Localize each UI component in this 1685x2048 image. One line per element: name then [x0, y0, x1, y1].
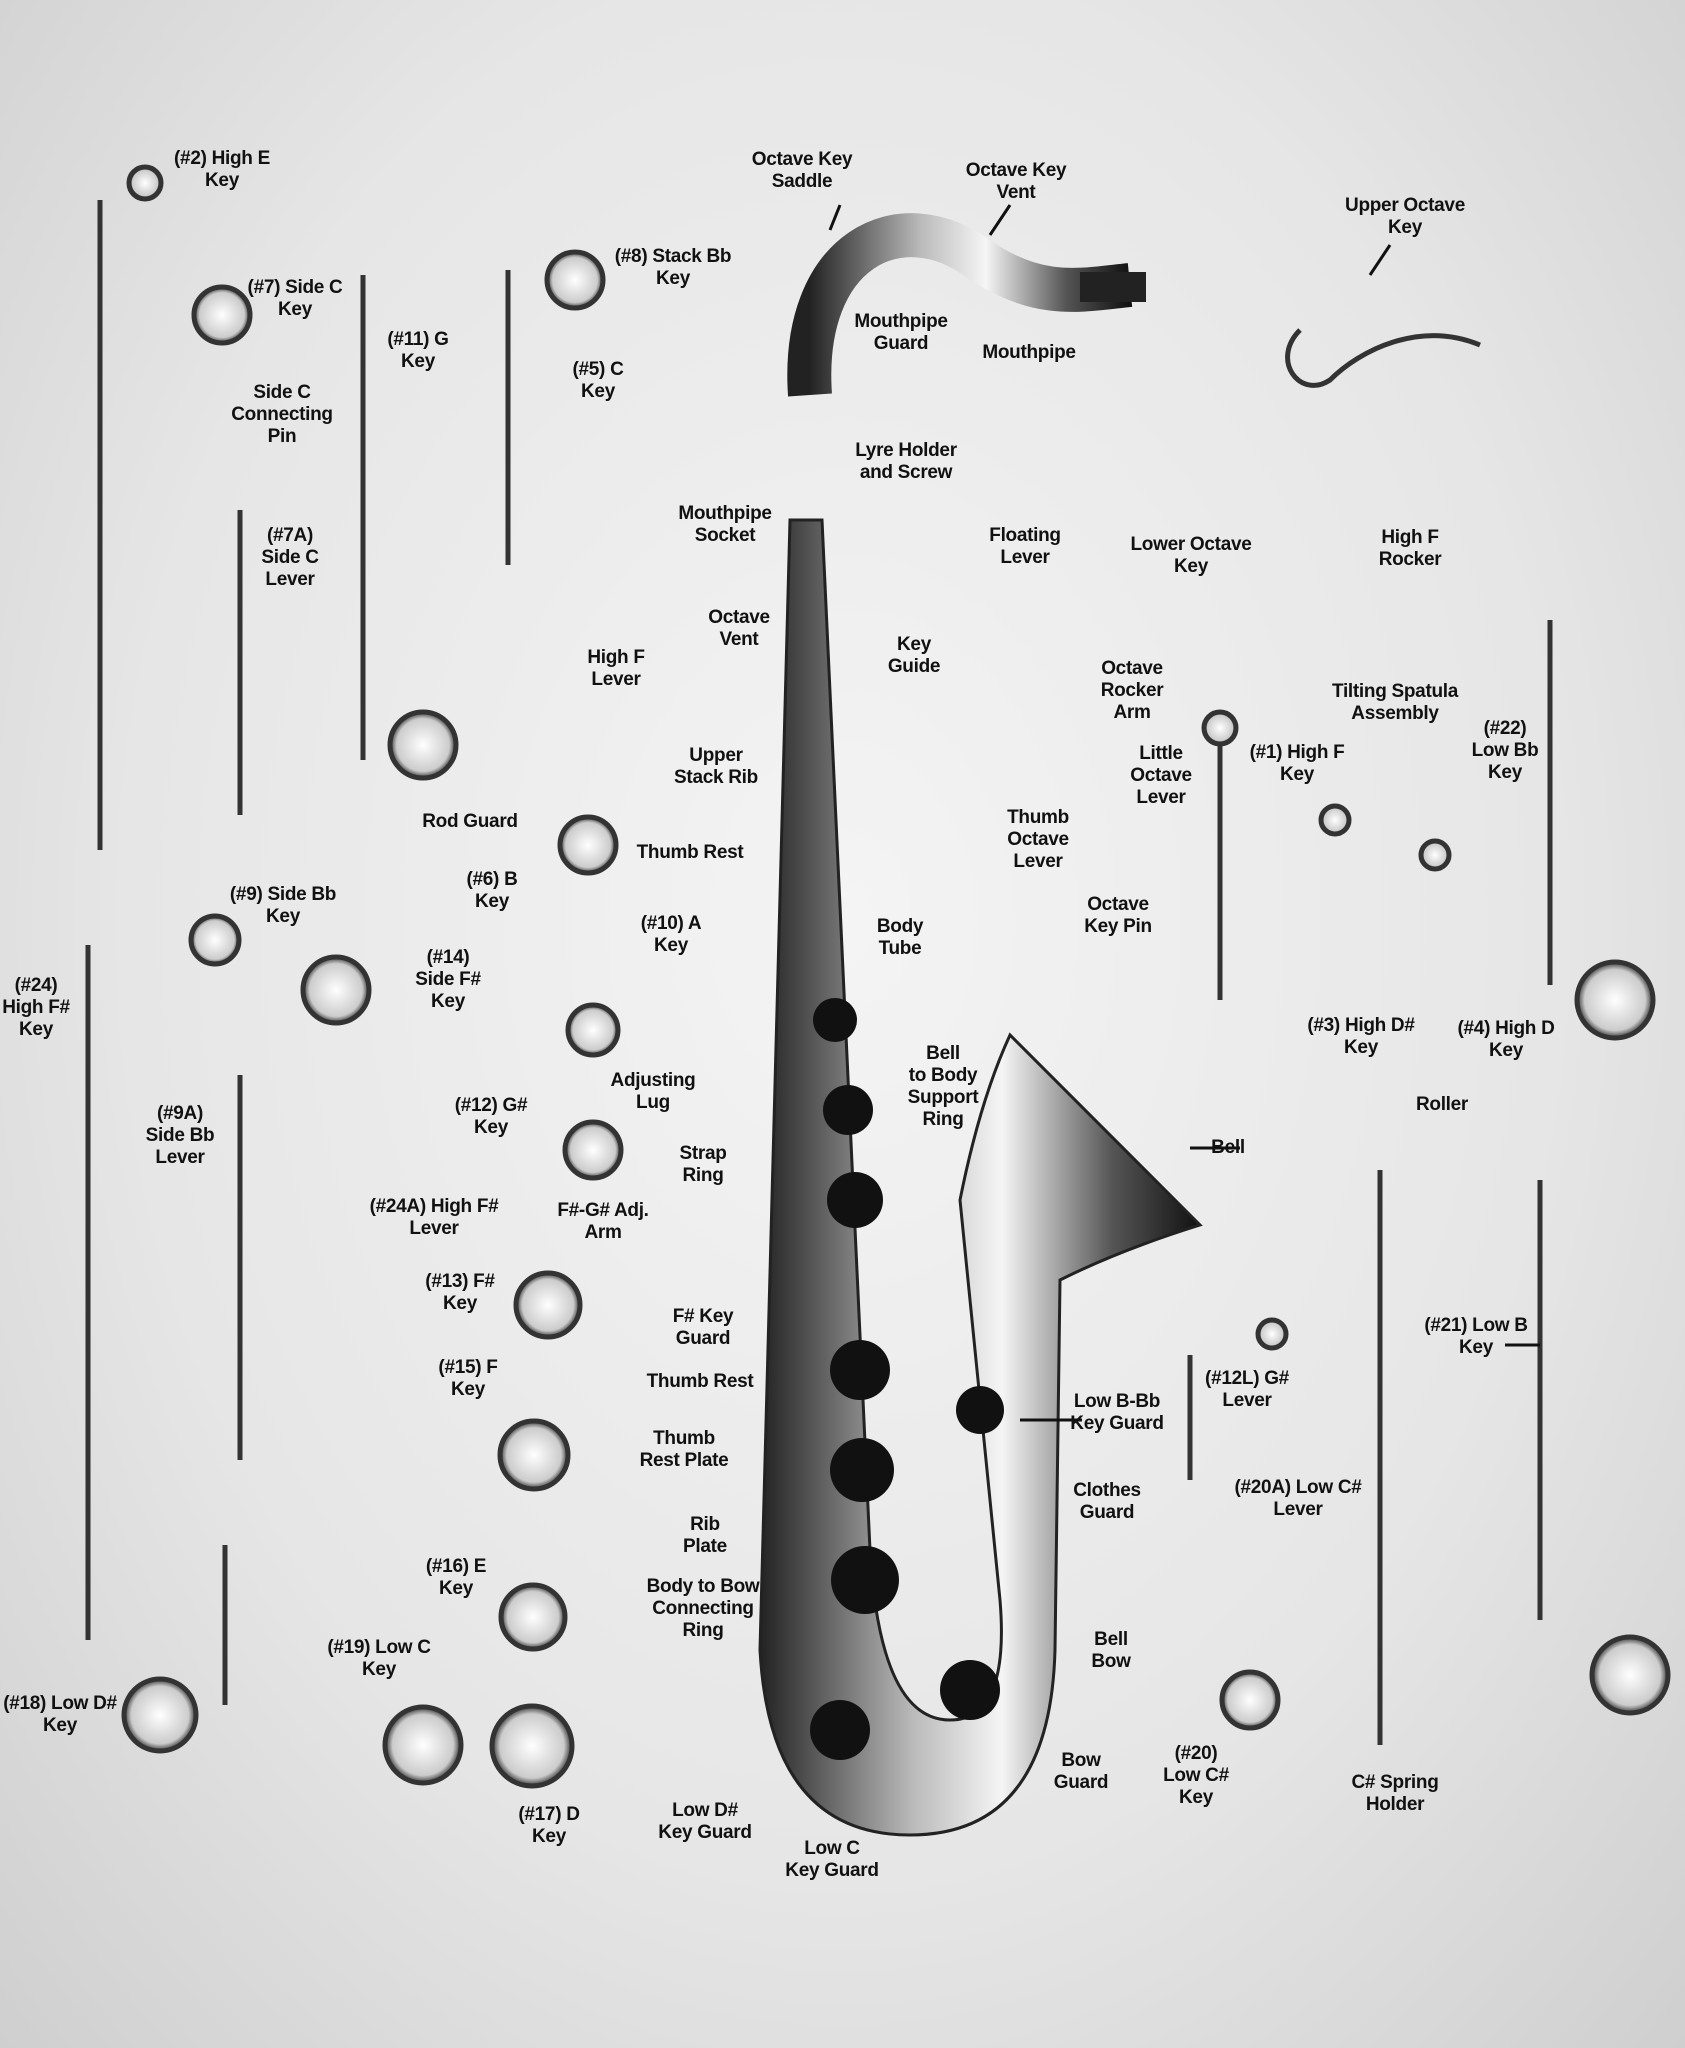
label-clothes-guard: Clothes Guard	[1073, 1480, 1141, 1523]
label-mouthpipe: Mouthpipe	[982, 342, 1076, 363]
label-lyre-holder: Lyre Holder and Screw	[855, 440, 957, 483]
label-bell-bow: Bell Bow	[1091, 1629, 1131, 1672]
label-high-f-sharp-key: (#24) High F# Key	[2, 975, 70, 1040]
label-c-key: (#5) C Key	[572, 359, 624, 402]
label-bow-guard: Bow Guard	[1053, 1750, 1109, 1793]
label-rod-guard: Rod Guard	[422, 811, 518, 832]
label-low-c-key: (#19) Low C Key	[327, 1637, 431, 1680]
label-stack-bb-key: (#8) Stack Bb Key	[614, 246, 732, 289]
label-side-c-lever: (#7A) Side C Lever	[261, 525, 319, 590]
label-f-g-adj-arm: F#-G# Adj. Arm	[557, 1200, 649, 1243]
label-low-b-key: (#21) Low B Key	[1424, 1315, 1528, 1358]
label-thumb-rest-upper: Thumb Rest	[636, 842, 744, 863]
label-mouthpipe-guard: Mouthpipe Guard	[854, 311, 948, 354]
label-low-d-sharp-key: (#18) Low D# Key	[3, 1693, 117, 1736]
label-f-sharp-key-guard: F# Key Guard	[672, 1306, 734, 1349]
label-octave-vent: Octave Vent	[708, 607, 770, 650]
label-d-key: (#17) D Key	[518, 1804, 580, 1847]
label-side-bb-key: (#9) Side Bb Key	[229, 884, 337, 927]
label-tilting-spatula: Tilting Spatula Assembly	[1331, 681, 1459, 724]
label-low-c-sharp-lever: (#20A) Low C# Lever	[1234, 1477, 1362, 1520]
body-pads	[810, 998, 1004, 1760]
mouthpipe-cork	[1080, 272, 1146, 302]
label-g-key: (#11) G Key	[387, 329, 449, 372]
label-low-c-key-guard: Low C Key Guard	[785, 1838, 879, 1881]
label-g-sharp-key: (#12) G# Key	[454, 1095, 528, 1138]
label-high-d-sharp-key: (#3) High D# Key	[1307, 1015, 1415, 1058]
label-adjusting-lug: Adjusting Lug	[610, 1070, 696, 1113]
label-octave-key-saddle: Octave Key Saddle	[751, 149, 853, 192]
label-key-guide: Key Guide	[887, 634, 941, 677]
label-strap-ring: Strap Ring	[679, 1143, 727, 1186]
label-c-sharp-spring-holder: C# Spring Holder	[1351, 1772, 1439, 1815]
label-f-sharp-key: (#13) F# Key	[425, 1271, 495, 1314]
label-thumb-rest-lower: Thumb Rest	[646, 1371, 754, 1392]
label-lower-octave-key: Lower Octave Key	[1130, 534, 1252, 577]
label-e-key: (#16) E Key	[425, 1556, 487, 1599]
label-low-b-bb-key-guard: Low B-Bb Key Guard	[1070, 1391, 1164, 1434]
label-body-tube: Body Tube	[876, 916, 924, 959]
label-thumb-octave-lever: Thumb Octave Lever	[1007, 807, 1069, 872]
label-low-d-sharp-key-guard: Low D# Key Guard	[658, 1800, 752, 1843]
mouthpipe	[787, 213, 1133, 397]
label-octave-key-pin: Octave Key Pin	[1084, 894, 1152, 937]
label-mouthpipe-socket: Mouthpipe Socket	[678, 503, 772, 546]
label-upper-stack-rib: Upper Stack Rib	[674, 745, 758, 788]
label-high-f-rocker: High F Rocker	[1378, 527, 1442, 570]
label-side-c-connecting-pin: Side C Connecting Pin	[231, 382, 333, 447]
label-bell-support-ring: Bell to Body Support Ring	[907, 1043, 979, 1130]
label-g-sharp-lever: (#12L) G# Lever	[1205, 1368, 1289, 1411]
label-low-bb-key: (#22) Low Bb Key	[1471, 718, 1539, 783]
label-octave-key-vent: Octave Key Vent	[965, 160, 1067, 203]
label-high-e-key: (#2) High E Key	[174, 148, 270, 191]
label-high-d-key: (#4) High D Key	[1457, 1018, 1555, 1061]
label-side-c-key: (#7) Side C Key	[247, 277, 343, 320]
loose-keys	[85, 164, 1671, 1789]
label-side-bb-lever: (#9A) Side Bb Lever	[145, 1103, 215, 1168]
label-upper-octave-key: Upper Octave Key	[1345, 195, 1465, 238]
label-low-c-sharp-key: (#20) Low C# Key	[1163, 1743, 1229, 1808]
label-high-f-lever: High F Lever	[587, 647, 645, 690]
label-octave-rocker-arm: Octave Rocker Arm	[1100, 658, 1164, 723]
label-high-f-key: (#1) High F Key	[1249, 742, 1345, 785]
label-thumb-rest-plate: Thumb Rest Plate	[639, 1428, 729, 1471]
label-f-key: (#15) F Key	[438, 1357, 498, 1400]
label-a-key: (#10) A Key	[640, 913, 702, 956]
label-roller: Roller	[1415, 1094, 1469, 1115]
label-b-key: (#6) B Key	[466, 869, 518, 912]
label-bell: Bell	[1211, 1137, 1245, 1158]
label-side-f-sharp-key: (#14) Side F# Key	[415, 947, 481, 1012]
label-high-f-sharp-lever: (#24A) High F# Lever	[369, 1196, 499, 1239]
label-body-bow-ring: Body to Bow Connecting Ring	[646, 1576, 760, 1641]
label-rib-plate: Rib Plate	[683, 1514, 727, 1557]
leader-lines	[828, 204, 1540, 1422]
saxophone-body	[758, 518, 1203, 1837]
label-floating-lever: Floating Lever	[989, 525, 1061, 568]
label-little-octave-lever: Little Octave Lever	[1130, 743, 1192, 808]
